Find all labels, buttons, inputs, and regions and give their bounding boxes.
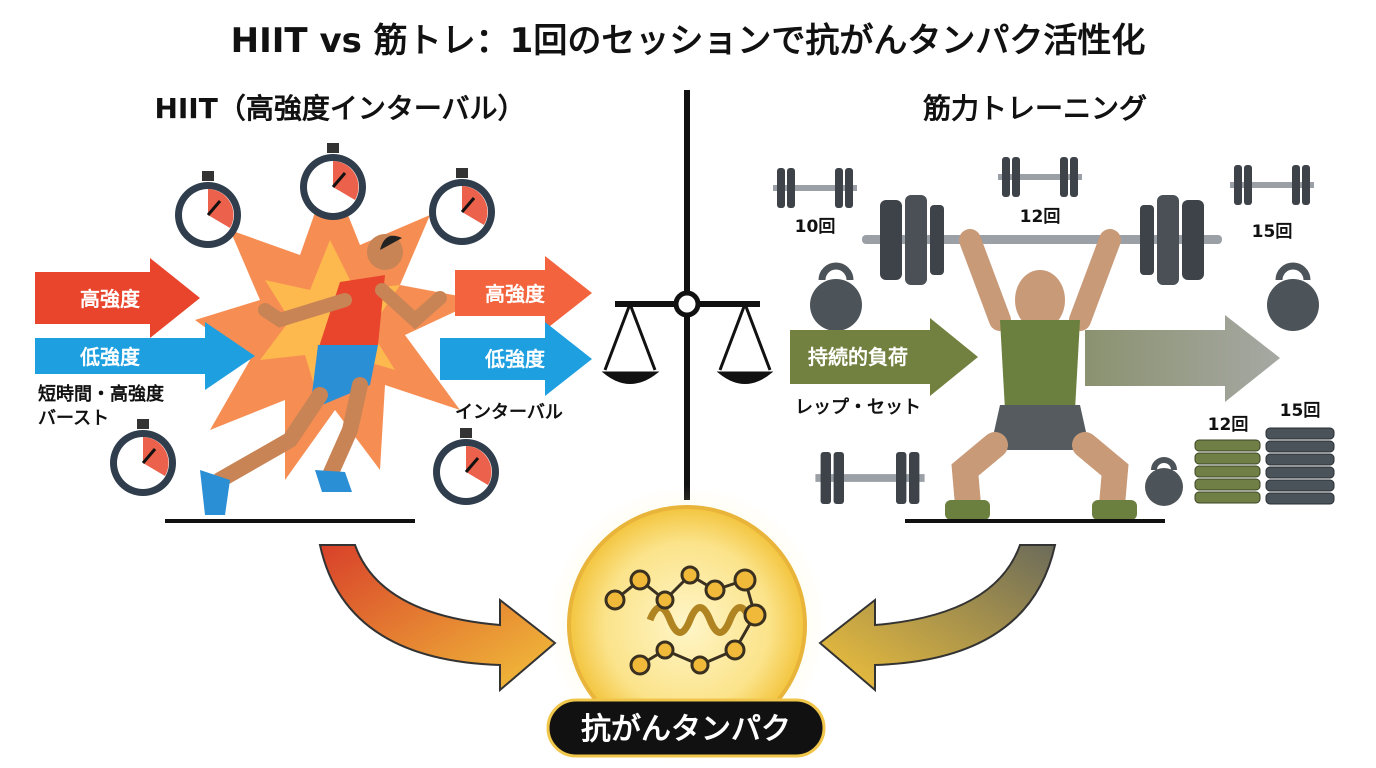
dumbbell-icon xyxy=(1230,165,1314,205)
caption-reps-sets: レップ・セット xyxy=(795,396,921,418)
caption-burst-line1: 短時間・高強度 xyxy=(38,383,165,405)
rep-label-12: 12回 xyxy=(1020,207,1061,227)
dumbbell-icon xyxy=(815,452,925,504)
stopwatch-icon xyxy=(300,143,366,220)
hiit-heading: HIIT（高強度インターバル） xyxy=(154,92,525,125)
plate xyxy=(1194,465,1261,478)
plate xyxy=(1194,491,1261,504)
strength-heading: 筋力トレーニング xyxy=(923,92,1147,125)
stopwatch-icon xyxy=(175,171,241,248)
arrow-high-intensity-right: 高強度 xyxy=(455,256,592,330)
plate xyxy=(1265,453,1335,466)
rep-label-10: 10回 xyxy=(795,217,836,237)
arrow-label: 低強度 xyxy=(484,347,546,371)
plate xyxy=(1265,479,1335,492)
arrow-label: 持続的負荷 xyxy=(808,345,908,369)
stopwatch-icon xyxy=(110,419,176,496)
arrow-label: 高強度 xyxy=(80,287,141,311)
arrow-sustained-load: 持続的負荷 xyxy=(790,318,978,396)
plate xyxy=(1194,439,1261,452)
kettlebell-icons xyxy=(810,262,1319,506)
plate xyxy=(1265,440,1335,453)
dumbbell-icon xyxy=(773,168,857,208)
plate xyxy=(1265,492,1335,505)
plate xyxy=(1194,452,1261,465)
arrow-label: 高強度 xyxy=(485,282,546,306)
caption-burst-line2: バースト xyxy=(38,408,109,429)
stopwatch-icons xyxy=(110,143,499,505)
lifter-figure xyxy=(945,229,1137,520)
plate-stacks xyxy=(1194,427,1335,505)
stack-label-12: 12回 xyxy=(1208,415,1249,435)
arrow-low-intensity-left: 低強度 xyxy=(35,322,255,390)
protein-molecule-icon xyxy=(604,565,767,676)
curved-arrow-right xyxy=(818,544,1057,693)
rep-label-15: 15回 xyxy=(1252,222,1293,242)
plate xyxy=(1265,427,1335,440)
page-title: HIIT vs 筋トレ：1回のセッションで抗がんタンパク活性化 xyxy=(231,21,1146,61)
progress-arrow xyxy=(1085,315,1280,402)
result-label: 抗がんタンパク xyxy=(581,712,791,747)
runner-figure xyxy=(200,234,447,515)
stopwatch-icon xyxy=(429,168,495,245)
stack-label-15: 15回 xyxy=(1280,401,1321,421)
arrow-high-intensity-left: 高強度 xyxy=(35,258,200,338)
caption-interval: インターバル xyxy=(455,402,563,423)
plate xyxy=(1265,466,1335,479)
balance-scale-icon xyxy=(601,90,774,500)
result-label-pill: 抗がんタンパク xyxy=(546,698,826,758)
arrow-low-intensity-right: 低強度 xyxy=(440,322,592,396)
plate xyxy=(1194,478,1261,491)
curved-arrow-left xyxy=(318,544,557,693)
dumbbell-icons xyxy=(773,157,1314,504)
arrow-label: 低強度 xyxy=(79,345,141,369)
barbell-icon xyxy=(862,195,1222,285)
stopwatch-icon xyxy=(433,428,499,505)
dumbbell-icon xyxy=(998,157,1082,197)
